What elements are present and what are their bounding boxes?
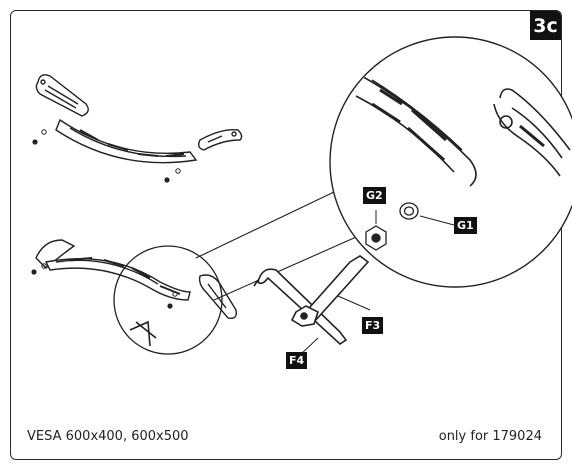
assembled-nuts	[31, 263, 178, 309]
label-f3: F3	[362, 317, 384, 334]
right-bracket-piece-top	[197, 129, 243, 151]
model-note-caption: only for 179024	[438, 429, 542, 444]
label-f4: F4	[286, 352, 308, 369]
small-allen-key	[129, 320, 157, 347]
allen-key-tool	[253, 268, 348, 346]
hex-socket-tool	[290, 255, 370, 327]
hex-nut	[365, 225, 387, 251]
assembled-bracket	[35, 239, 238, 320]
center-arm-piece-top	[55, 118, 198, 164]
washer	[399, 202, 419, 220]
label-g2: G2	[363, 187, 386, 204]
vesa-sizes-caption: VESA 600x400, 600x500	[27, 429, 189, 444]
small-detail-circle	[113, 245, 223, 355]
left-bracket-piece-top	[35, 74, 89, 117]
large-detail-circle	[329, 36, 572, 288]
loose-nuts-top	[32, 129, 181, 183]
label-g1: G1	[454, 217, 477, 234]
step-badge: 3c	[530, 11, 561, 40]
